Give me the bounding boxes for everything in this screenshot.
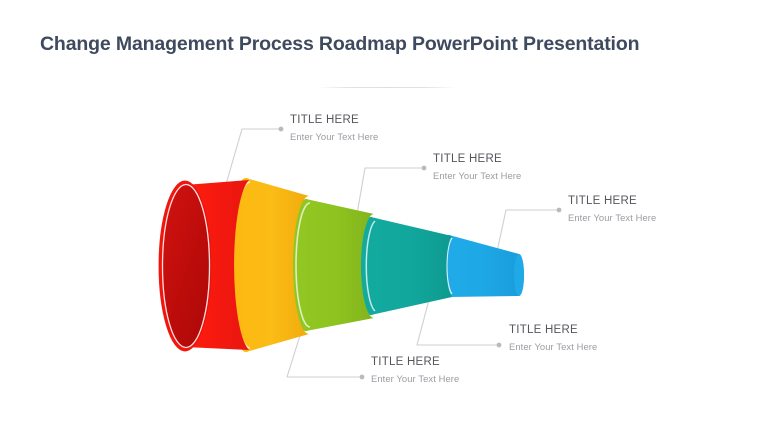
connector-line-4 xyxy=(286,290,363,378)
funnel-stage-4-highlight xyxy=(365,220,376,312)
funnel-stage-5-body xyxy=(441,235,524,297)
callout-5-desc: Enter Your Text Here xyxy=(509,341,598,352)
funnel-stage-4-collar xyxy=(359,217,383,315)
callout-3[interactable]: TITLE HERE Enter Your Text Here xyxy=(568,194,656,224)
funnel-stage-5-highlight xyxy=(446,237,453,295)
funnel-stage-3-green xyxy=(291,199,374,331)
funnel-stage-5-collar xyxy=(441,235,457,297)
callout-2[interactable]: TITLE HERE Enter Your Text Here xyxy=(433,152,521,182)
callout-5[interactable]: TITLE HERE Enter Your Text Here xyxy=(509,323,597,353)
connector-dot-2 xyxy=(421,165,427,171)
funnel-stage-1-mouth-outer-edge xyxy=(158,180,212,352)
connector-dot-4 xyxy=(359,374,365,380)
callout-4-desc: Enter Your Text Here xyxy=(371,373,460,384)
funnel-stage-2-collar xyxy=(228,178,264,352)
connector-line-5 xyxy=(416,280,500,346)
title-divider xyxy=(318,87,456,88)
funnel-stage-1-mouth-rim xyxy=(159,181,211,351)
funnel-stage-3-body xyxy=(291,199,374,331)
funnel-stage-2-yellow xyxy=(228,178,309,352)
funnel-stage-5-tip xyxy=(514,254,524,296)
funnel-stage-1-body xyxy=(163,180,249,350)
callout-1[interactable]: TITLE HERE Enter Your Text Here xyxy=(290,113,378,143)
callout-2-desc: Enter Your Text Here xyxy=(433,170,522,181)
connector-line-2 xyxy=(351,167,425,244)
callout-2-title: TITLE HERE xyxy=(433,153,502,165)
page-title: Change Management Process Roadmap PowerP… xyxy=(40,33,640,55)
funnel-stage-1-red xyxy=(158,180,249,352)
callout-3-title: TITLE HERE xyxy=(568,195,637,207)
funnel-stage-3-highlight xyxy=(295,202,311,328)
connector-line-3 xyxy=(491,209,560,276)
callout-4-title: TITLE HERE xyxy=(371,356,440,368)
funnel-stage-1-mouth-face xyxy=(163,185,209,347)
funnel-stage-4-body xyxy=(359,217,452,315)
callout-5-title: TITLE HERE xyxy=(509,324,578,336)
callout-4[interactable]: TITLE HERE Enter Your Text Here xyxy=(371,355,459,385)
callout-3-desc: Enter Your Text Here xyxy=(568,212,657,223)
funnel-stage-2-highlight xyxy=(232,181,251,349)
connector-line-1 xyxy=(219,128,282,206)
connector-dot-5 xyxy=(496,342,502,348)
funnel-stage-1-mouth-outline xyxy=(161,183,211,349)
funnel-stage-5-blue xyxy=(441,235,524,297)
funnel-stage-4-teal xyxy=(359,217,452,315)
callout-1-desc: Enter Your Text Here xyxy=(290,131,379,142)
funnel-stage-3-collar xyxy=(291,199,321,331)
funnel-stage-2-body xyxy=(228,178,309,352)
callout-1-title: TITLE HERE xyxy=(290,114,359,126)
connector-dot-1 xyxy=(278,126,284,132)
connector-dot-3 xyxy=(556,207,562,213)
